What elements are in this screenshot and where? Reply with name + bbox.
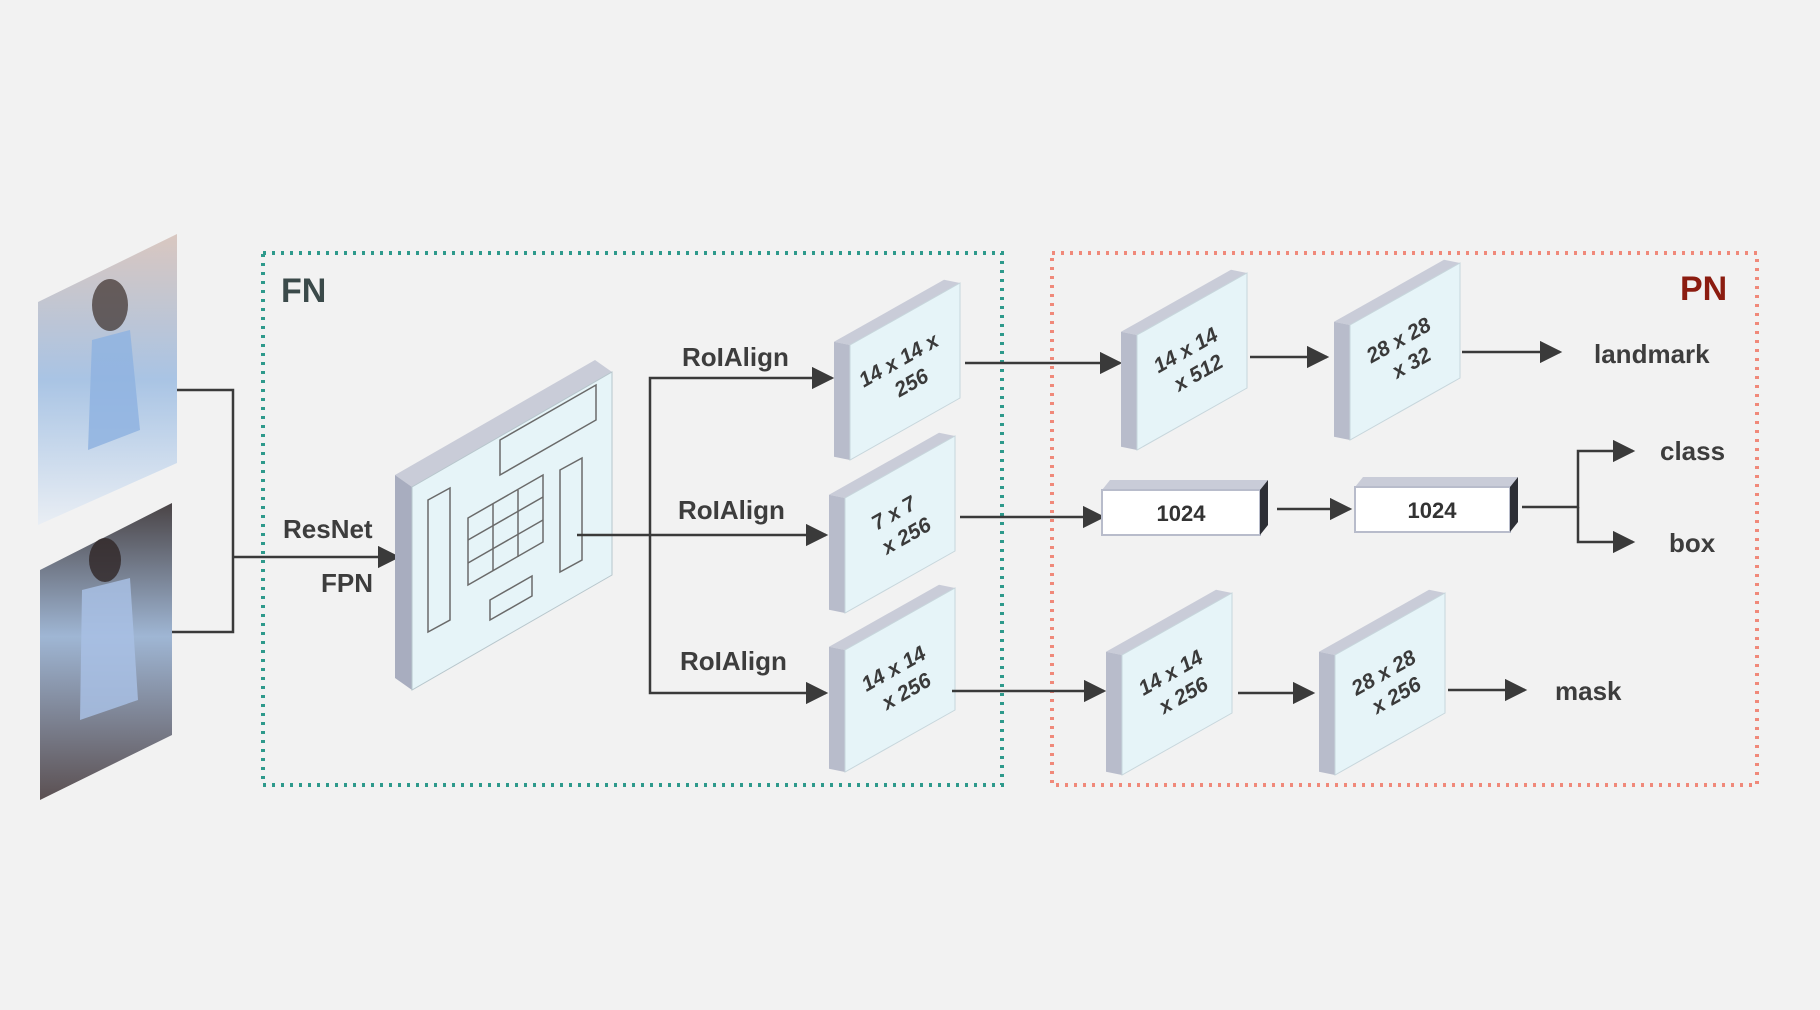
pn-mask-blocks: 14 x 14x 256 28 x 28x 256 (1106, 589, 1446, 776)
fc-vector-1-label: 1024 (1157, 501, 1207, 526)
fn-block-middle: 7 x 7x 256 (829, 432, 956, 614)
input-image-1 (38, 234, 177, 525)
output-mask: mask (1555, 676, 1622, 706)
fn-group-box (261, 251, 1004, 787)
fn-block-bottom: 14 x 14x 256 (829, 584, 956, 773)
pn-mask-block-1: 14 x 14x 256 (1106, 589, 1233, 776)
pn-landmark-block-2: 28 x 28x 32 (1334, 259, 1461, 441)
pn-landmark-blocks: 14 x 14x 512 28 x 28x 32 (1121, 259, 1461, 451)
input-image-2 (40, 503, 172, 800)
output-box: box (1669, 528, 1716, 558)
roi-branch-lines (577, 366, 835, 705)
output-class: class (1660, 436, 1725, 466)
pn-group-box (1050, 251, 1759, 787)
pn-title: PN (1680, 270, 1727, 308)
fpn-label: FPN (321, 568, 373, 598)
roialign-label-middle: RoIAlign (678, 495, 785, 525)
backbone-feature-map (395, 360, 613, 691)
input-connector (172, 388, 401, 634)
roialign-label-bottom: RoIAlign (680, 646, 787, 676)
fn-to-pn-arrows (952, 351, 1123, 703)
fn-title: FN (281, 272, 326, 310)
roialign-label-top: RoIAlign (682, 342, 789, 372)
fc-vector-2: 1024 (1354, 477, 1518, 533)
pn-internal-arrows (1238, 340, 1636, 705)
output-landmark: landmark (1594, 339, 1710, 369)
resnet-label: ResNet (283, 514, 373, 544)
pn-mask-block-2: 28 x 28x 256 (1319, 589, 1446, 776)
fc-vector-1: 1024 (1101, 480, 1268, 536)
pn-landmark-block-1: 14 x 14x 512 (1121, 269, 1248, 451)
fc-vector-2-label: 1024 (1408, 498, 1458, 523)
